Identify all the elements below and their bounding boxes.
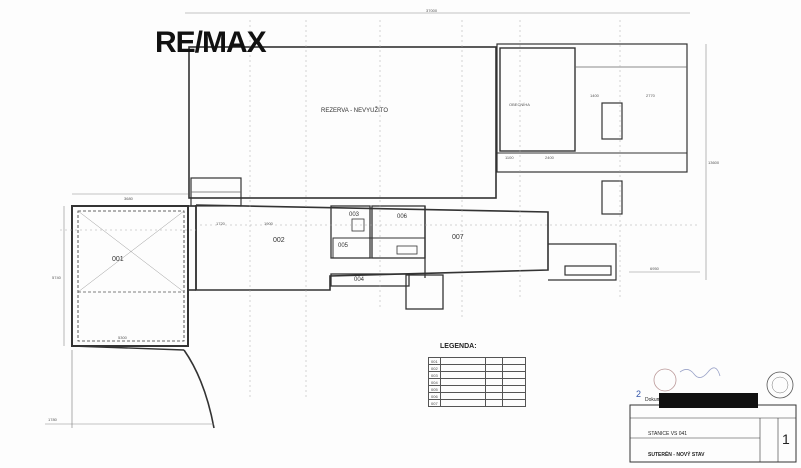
room-005-label: 005 [338,243,349,249]
dim-2400: 2400 [545,155,554,160]
legend-area [484,357,503,365]
dim-right-height: 13600 [708,160,720,165]
legend-no: 005 [428,385,441,393]
sheet-number: 1 [782,431,790,447]
legend-name [439,392,486,400]
dim-left-width: 3680 [124,196,133,201]
legend-name [439,378,486,386]
room-004-label: 004 [354,277,365,283]
legend-note [501,371,526,379]
legend-note [501,357,526,365]
reserve-hall-wall [188,46,497,199]
ramp-curve [183,349,215,429]
east-room-wall [499,47,576,152]
legend-name [439,357,486,365]
legend-no: 006 [428,392,441,400]
table-row: 003 [428,371,526,379]
remax-logo: RE/MAX [155,26,267,59]
east-column-2 [601,180,623,215]
table-row: 002 [428,364,526,372]
legend-no: 004 [428,378,441,386]
dim-1100: 1100 [505,155,514,160]
legend-name [439,364,486,372]
dim-1780: 1780 [48,417,57,422]
table-row: 006 [428,392,526,400]
legend-note [501,392,526,400]
dim-1720: 1720 [216,221,225,226]
shaft-wall [405,274,444,310]
legend-note [501,399,526,407]
reserve-hall-label: REZERVA - NEVYUŽITO [321,108,389,114]
dim-side-height: 5740 [52,275,61,280]
table-row: 005 [428,385,526,393]
project-name: STANICE VS 041 [648,431,688,437]
signature-scribble [679,367,721,378]
legend-area [484,399,503,407]
east-wing-wall [496,43,688,173]
legend-note [501,385,526,393]
dim-2770: 2770 [646,93,655,98]
legend-name [439,371,486,379]
dim-6950: 6950 [650,266,659,271]
table-row: 004 [428,378,526,386]
dim-1400: 1400 [590,93,599,98]
room-001-wall [71,205,189,347]
table-row: 001 [428,357,526,365]
drawing-name: SUTERÉN - NOVÝ STAV [648,452,705,458]
legend-area [484,392,503,400]
legend-area [484,371,503,379]
dim-top: 37000 [426,8,438,13]
legend-table: 001 002 003 004 005 006 007 [428,357,526,407]
east-room-label: OBECNÍHA [509,102,530,107]
legend-area [484,378,503,386]
legend-area [484,385,503,393]
legend-note [501,378,526,386]
legend-note [501,364,526,372]
legend-title: LEGENDA: [440,343,477,350]
legend-name [439,385,486,393]
legend-no: 002 [428,364,441,372]
room-007-label: 007 [452,234,464,241]
room-003-label: 003 [349,212,360,218]
east-column-1 [601,102,623,140]
dim-1900: 1900 [264,221,273,226]
room-004-wall [330,273,410,287]
legend-no: 003 [428,371,441,379]
redaction-bar [659,393,758,408]
sheet-number-small: 2 [636,389,642,399]
stamp-seal-right [766,371,794,399]
legend-no: 001 [428,357,441,365]
dim-bottom-left: 5300 [118,335,127,340]
room-002-label: 002 [273,237,285,244]
stamp-seal-left [653,368,677,392]
annex-wall [548,243,617,281]
legend-area [484,364,503,372]
room-001-label: 001 [112,256,124,263]
table-row: 007 [428,399,526,407]
legend-no: 007 [428,399,441,407]
room-006-label: 006 [397,214,408,220]
legend-name [439,399,486,407]
